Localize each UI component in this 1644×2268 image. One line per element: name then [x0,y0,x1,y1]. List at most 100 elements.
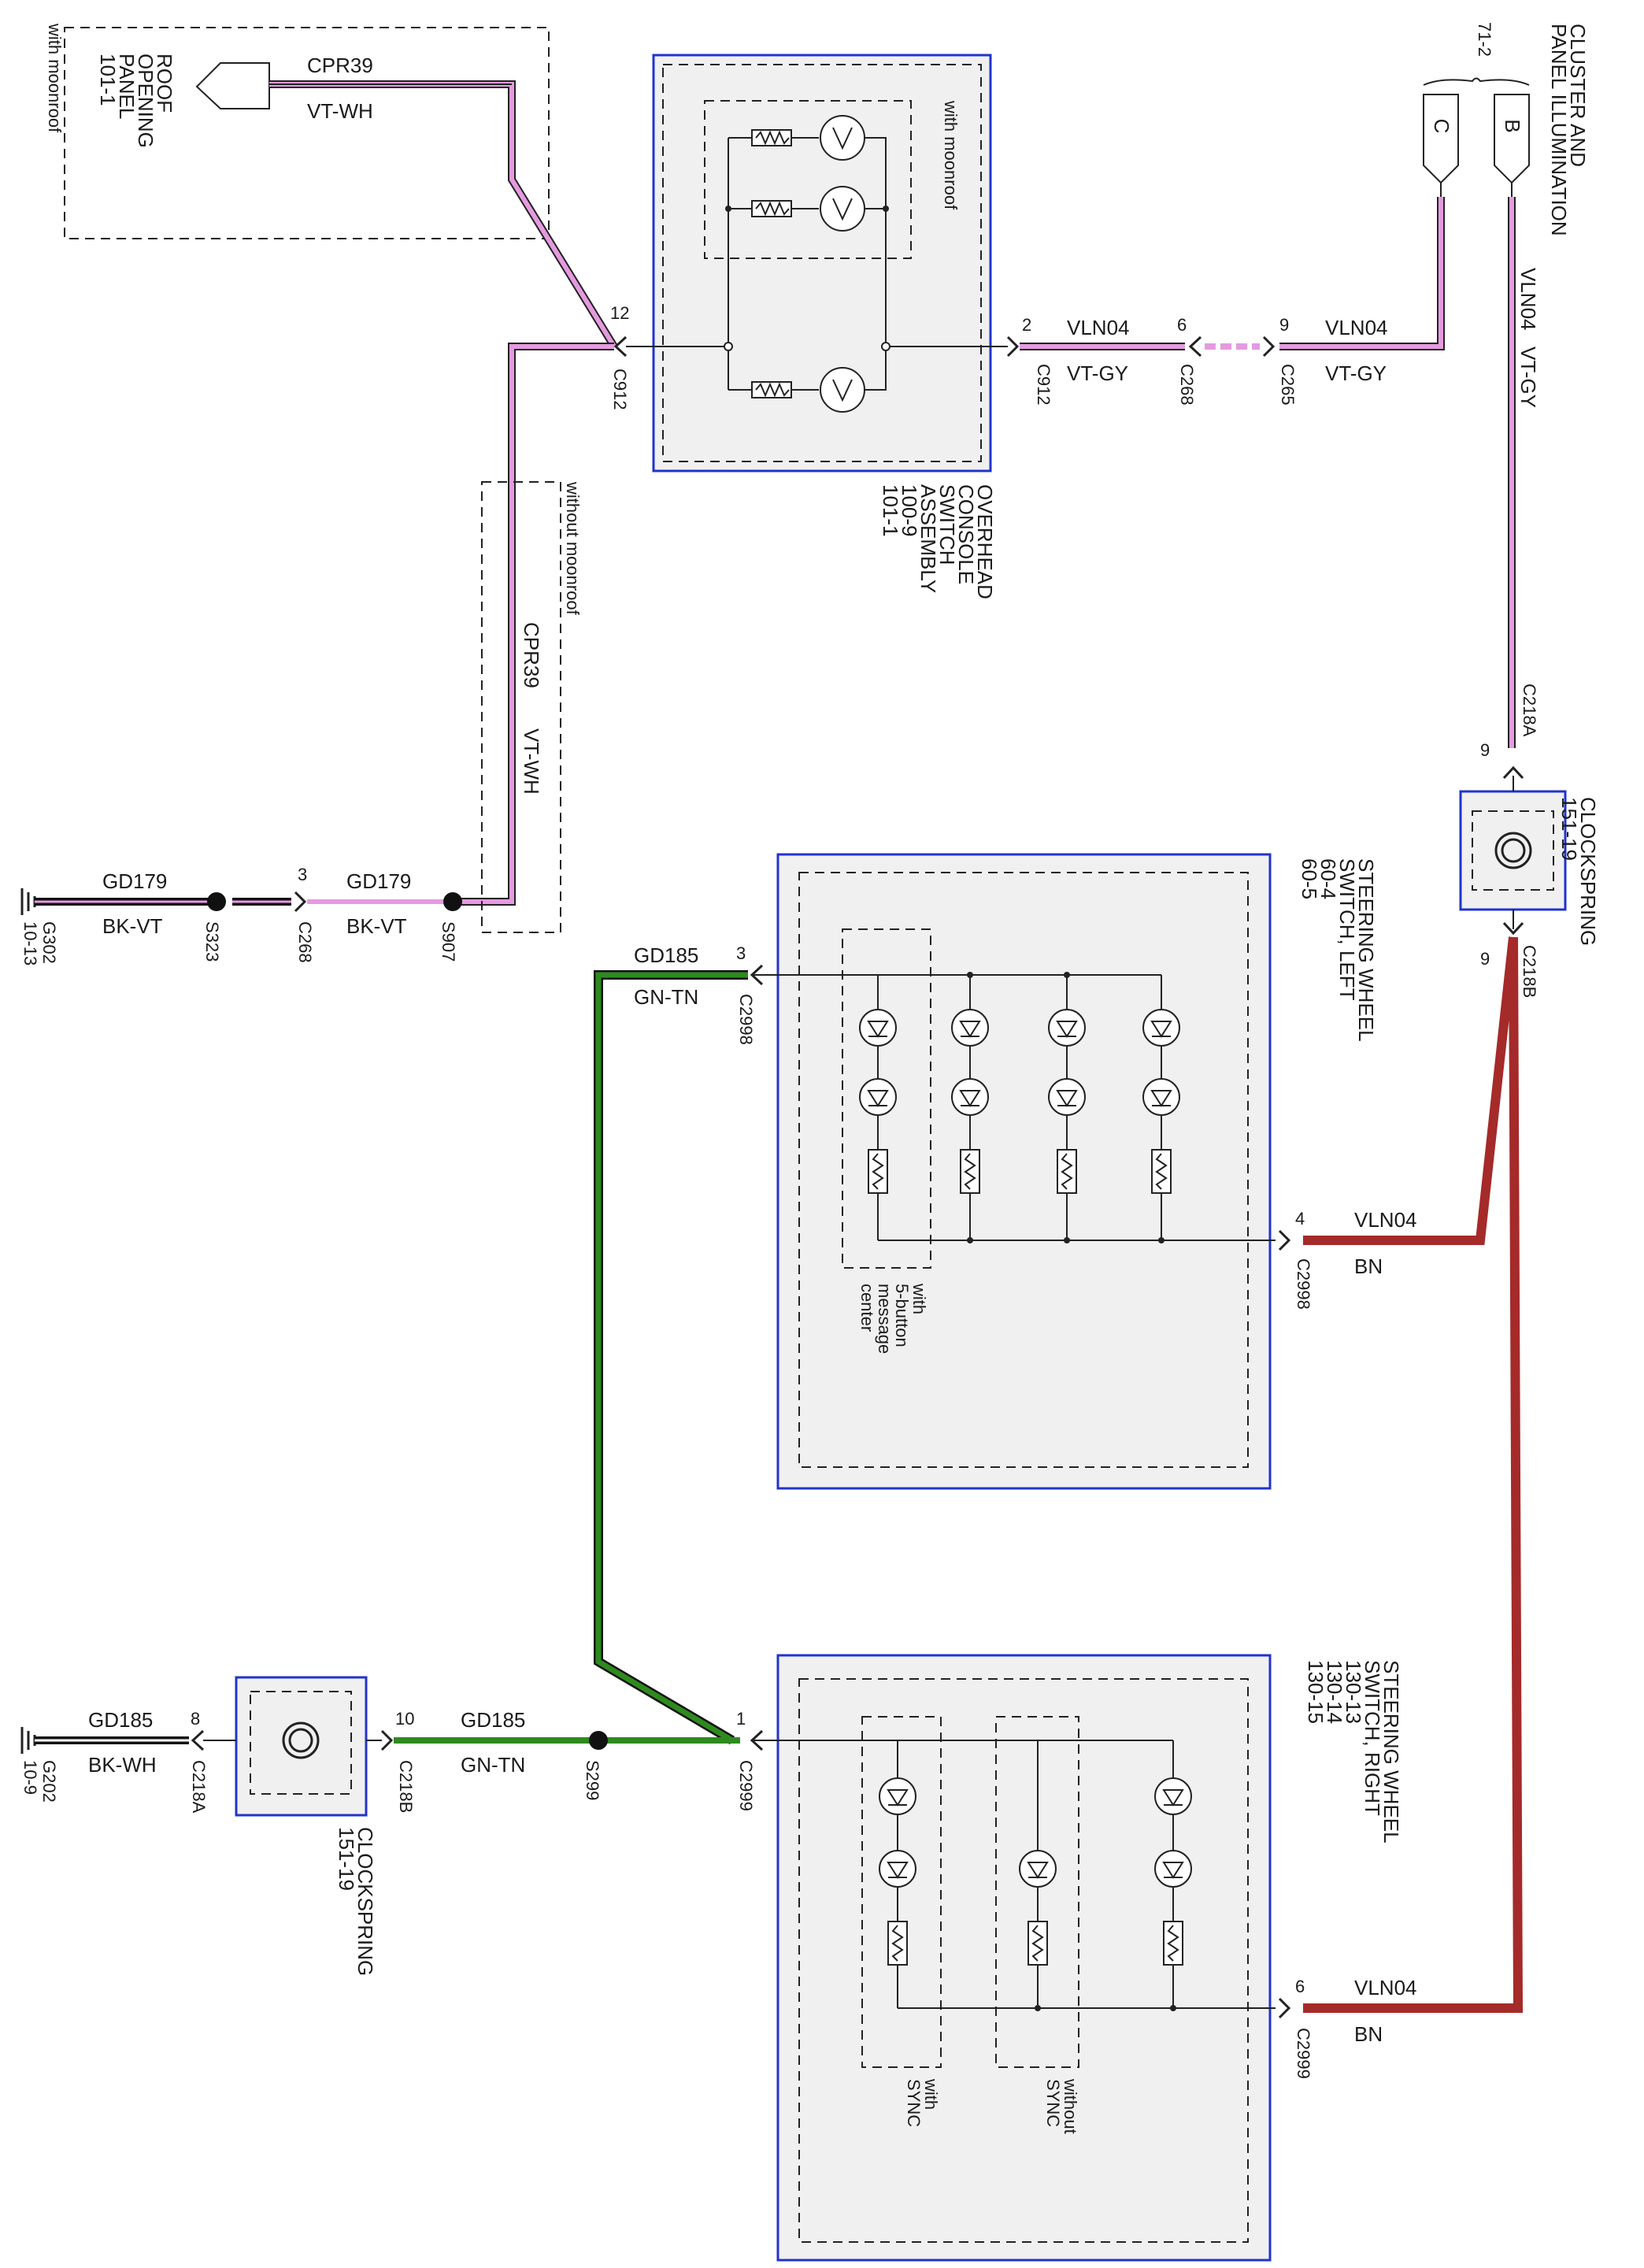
svg-text:10-9: 10-9 [20,1760,40,1795]
cluster-line2: PANEL ILLUMINATION [1547,24,1571,236]
c268-mid-name: C268 [295,921,315,963]
svg-text:with: with [921,2078,941,2110]
svg-text:CONSOLE: CONSOLE [954,484,978,584]
connector-c218a-top: 9 C218A [1480,684,1539,780]
svg-text:9: 9 [1279,315,1289,335]
svg-text:151-19: 151-19 [335,1827,358,1891]
cluster-ref: 71-2 [1475,22,1494,57]
svg-text:SWITCH, RIGHT: SWITCH, RIGHT [1361,1660,1384,1816]
steering-wheel-switch-right [752,1654,1276,2262]
ground-g302: G302 10-13 [20,888,59,965]
svg-text:6: 6 [1295,1977,1305,1996]
overhead-console-label: OVERHEAD CONSOLE SWITCH ASSEMBLY 100-9 1… [879,484,997,599]
connector-c912-left: 12 C912 [610,303,630,410]
svg-text:C912: C912 [1034,364,1053,406]
svg-text:SYNC: SYNC [904,2079,924,2127]
sw-right-notes: with SYNC without SYNC [904,2078,1080,2134]
svg-text:C268: C268 [1177,364,1197,406]
without-moonroof-note: without moonroof [563,481,583,616]
wire-gd185-left-circuit: GD185 [634,943,698,967]
steering-wheel-switch-left [752,853,1276,1490]
svg-text:message: message [875,1284,894,1354]
sw-left-label: STEERING WHEEL SWITCH, LEFT 60-4 60-5 [1298,858,1378,1042]
violet-wire-cpr39 [269,80,618,906]
svg-text:center: center [857,1284,877,1332]
wire-gd179-b-circuit: GD179 [346,869,411,893]
connector-c2999-top: 1 C2999 [736,1709,764,1811]
connector-c218b-bot: 10 C218B [380,1709,416,1813]
s299-name: S299 [583,1760,602,1800]
svg-text:C2999: C2999 [736,1760,756,1811]
svg-text:C218B: C218B [1520,945,1539,998]
cluster-pin-c: C [1430,119,1453,134]
svg-text:151-19: 151-19 [1557,797,1581,861]
wire-vln04-a-color: VT-GY [1067,361,1128,385]
svg-text:SWITCH: SWITCH [935,484,959,565]
svg-text:SWITCH, LEFT: SWITCH, LEFT [1335,858,1359,1001]
svg-text:SYNC: SYNC [1043,2079,1063,2127]
svg-text:CLOCKSPRING: CLOCKSPRING [1576,797,1600,946]
svg-text:G302: G302 [39,921,59,964]
wire-cpr39-vert-circuit: CPR39 [520,622,543,688]
overhead-console-switch: with moonroof [626,54,1008,472]
svg-text:130-14: 130-14 [1323,1660,1346,1724]
wire-gd185-bk-color: BK-WH [88,1753,157,1777]
wire-gd185-gn-circuit: GD185 [461,1708,525,1732]
svg-text:C218A: C218A [1520,684,1539,737]
svg-text:G202: G202 [39,1760,59,1803]
svg-text:3: 3 [736,943,746,963]
svg-text:6: 6 [1177,315,1187,335]
roof-panel-line2: OPENING [134,54,157,148]
wire-gd185-gn-color: GN-TN [461,1753,525,1777]
svg-text:C218B: C218B [396,1760,416,1813]
wire-cpr39-top-color: VT-WH [307,99,373,123]
clockspring-top: CLOCKSPRING 151-19 [1459,776,1600,946]
svg-text:C2998: C2998 [1294,1258,1313,1310]
splice-s323 [207,892,226,911]
connector-c218b-top: 9 C218B [1480,921,1539,998]
svg-text:with: with [909,1283,929,1314]
wire-gd179-b-color: BK-VT [346,914,407,938]
wire-cpr39-top-circuit: CPR39 [307,54,373,77]
violet-wire-vln04 [1020,197,1516,748]
svg-text:8: 8 [191,1709,200,1729]
svg-text:100-9: 100-9 [898,484,921,537]
svg-text:9: 9 [1480,949,1490,969]
wire-vln04-b-circuit: VLN04 [1325,316,1388,339]
roof-opening-panel: ROOF OPENING PANEL 101-1 with moonroof [45,23,550,239]
svg-text:10: 10 [395,1709,414,1729]
connector-c912-right: 2 C912 [1006,315,1053,406]
brown-wire-vln04 [1303,936,1524,2013]
without-moonroof-box [481,481,561,933]
svg-text:5-button: 5-button [892,1284,912,1347]
svg-text:1: 1 [736,1709,746,1729]
connector-c218a-bot: 8 C218A [189,1709,209,1814]
svg-text:OVERHEAD: OVERHEAD [973,484,997,599]
wire-vln04-left-circuit: VLN04 [1354,1208,1417,1232]
connector-c2998-bot: 4 C2998 [1278,1209,1313,1310]
svg-text:without: without [1061,2078,1080,2134]
svg-text:C2999: C2999 [1294,2028,1313,2079]
svg-text:CLOCKSPRING: CLOCKSPRING [354,1827,377,1976]
wire-gd185-left-color: GN-TN [634,985,698,1009]
connector-c265: 9 C265 [1262,315,1298,406]
wire-cpr39-vert-color: VT-WH [520,728,543,795]
wire-gd185-bk-circuit: GD185 [88,1708,153,1732]
wire-vln04-a-circuit: VLN04 [1067,316,1130,339]
svg-text:10-13: 10-13 [20,921,40,965]
svg-text:ASSEMBLY: ASSEMBLY [916,484,940,593]
svg-text:STEERING WHEEL: STEERING WHEEL [1354,858,1378,1042]
wire-gd179-a-circuit: GD179 [102,869,167,893]
wire-vln04-right-color: BN [1354,2022,1383,2046]
roof-panel-line1: ROOF [153,54,176,113]
cluster-line1: CLUSTER AND [1566,24,1590,167]
s907-name: S907 [439,921,458,962]
c912-left-name: C912 [610,369,630,410]
cluster-pin-b: B [1501,119,1524,132]
svg-text:9: 9 [1480,740,1490,760]
splice-s299 [589,1731,608,1750]
svg-text:C265: C265 [1278,364,1298,406]
wire-vln04-right-circuit: VLN04 [1354,1976,1417,1999]
connector-c268-mid [294,891,307,913]
